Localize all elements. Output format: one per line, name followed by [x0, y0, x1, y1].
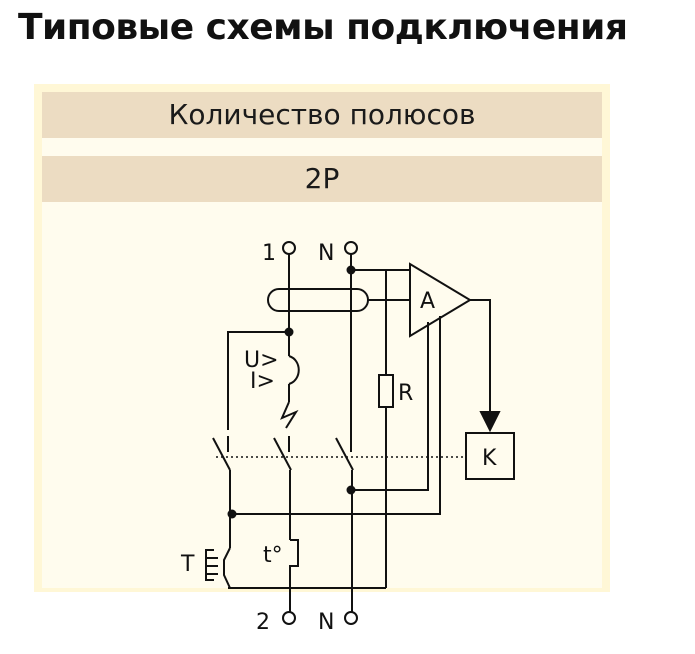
neutral-to-resistor [351, 269, 387, 375]
terminal-top-1 [282, 241, 296, 255]
relay-arrow [479, 411, 501, 433]
resistor [378, 374, 394, 408]
junction-phase [284, 327, 294, 337]
switch-contact-n [335, 437, 354, 471]
relay-box [465, 432, 515, 480]
page-title: Типовые схемы подключения [18, 7, 628, 48]
junction-neutral-top [346, 265, 356, 275]
label-resistor: R [398, 381, 413, 406]
label-amplifier: A [420, 289, 435, 314]
amplifier-supply-b [232, 316, 441, 515]
scheme-panel-inner: Количество полюсов 2P [42, 92, 602, 588]
label-terminal-n-top: N [318, 241, 334, 266]
phase-branch [227, 331, 289, 430]
junction-test [227, 509, 237, 519]
thermal-element [289, 539, 299, 612]
label-thermal: t° [263, 543, 283, 568]
amplifier-to-relay [470, 299, 491, 412]
label-terminal-1: 1 [262, 241, 276, 266]
label-terminal-2: 2 [256, 610, 270, 635]
junction-neutral-low [346, 485, 356, 495]
terminal-bottom-2 [282, 611, 296, 625]
label-release-i: I> [250, 369, 275, 394]
terminal-bottom-n [344, 611, 358, 625]
switch-contact-t [212, 437, 231, 471]
label-release-u: U> [244, 348, 279, 373]
scheme-panel: Количество полюсов 2P [34, 84, 610, 592]
poles-value: 2P [42, 156, 602, 202]
current-transformer [267, 288, 369, 312]
label-test-button: T [180, 552, 195, 577]
switch-contact-1 [273, 437, 292, 471]
poles-header: Количество полюсов [42, 92, 602, 138]
label-terminal-n-bottom: N [318, 610, 334, 635]
label-relay: K [482, 446, 497, 471]
terminal-top-n [344, 241, 358, 255]
release-zigzag [280, 401, 299, 429]
release-coil [288, 355, 300, 385]
amplifier-supply-a [351, 322, 429, 491]
test-switch [223, 547, 231, 589]
